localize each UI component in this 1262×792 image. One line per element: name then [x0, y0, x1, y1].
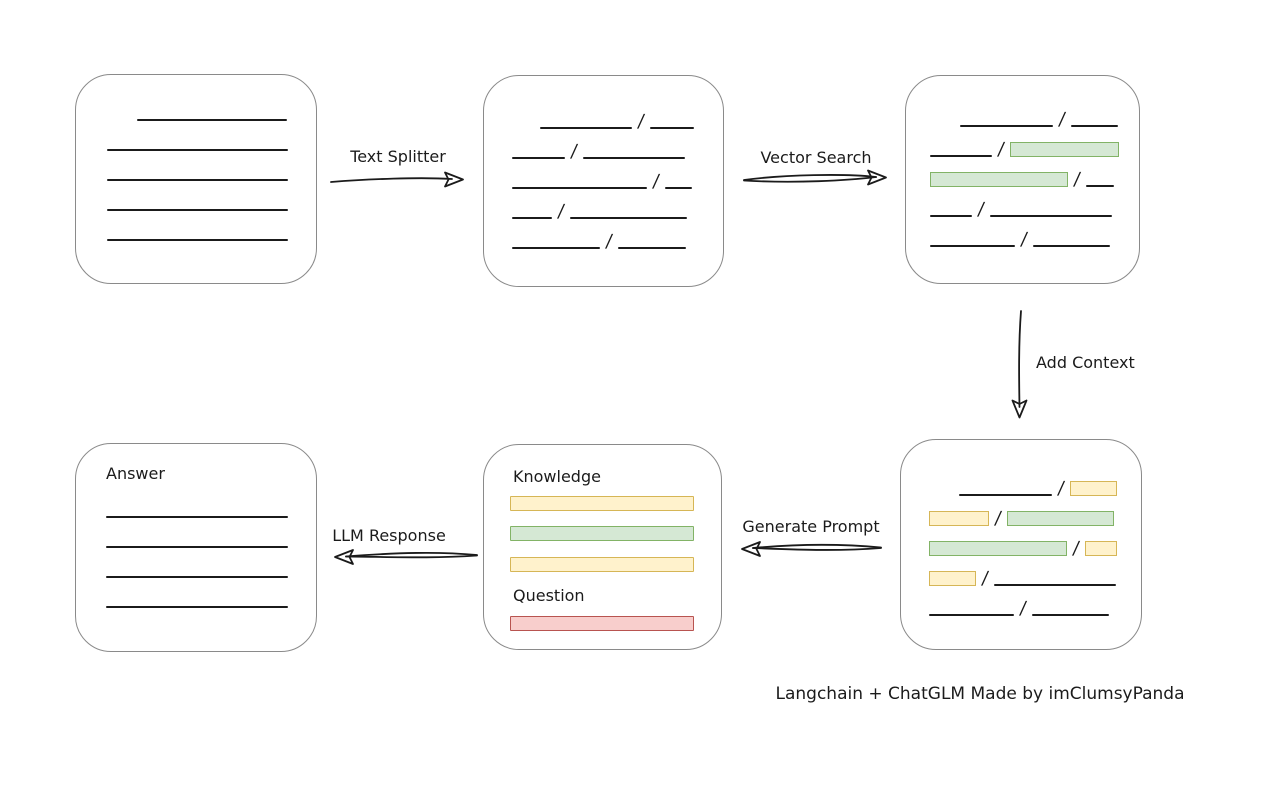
text-line: [959, 494, 1052, 496]
green-highlight-chunk: [1007, 511, 1115, 526]
text-line: [960, 125, 1053, 127]
llm-response-arrow: [334, 549, 478, 565]
text-line: [1071, 125, 1119, 127]
knowledge-label: Knowledge: [513, 467, 601, 486]
separator-slash: /: [604, 231, 614, 252]
answer-lines: [76, 516, 316, 608]
chunk-row: /: [901, 496, 1141, 529]
text-splitter-label: Text Splitter: [350, 147, 446, 166]
chunk-row: /: [906, 97, 1139, 130]
chunk-row: /: [901, 556, 1141, 589]
text-line: [106, 606, 288, 608]
text-line: [990, 215, 1113, 217]
chunk-row: /: [901, 466, 1141, 499]
yellow-highlight-chunk: [1070, 481, 1118, 496]
text-line: [929, 614, 1014, 616]
node-split-text-chunks: /////: [483, 75, 724, 287]
arrow-head: [334, 549, 354, 565]
text-line: [107, 179, 288, 181]
red-bar: [510, 616, 694, 631]
arrow-shaft: [345, 551, 478, 558]
arrow-shaft: [752, 544, 882, 549]
green-highlight-chunk: [1010, 142, 1120, 157]
yellow-bar: [510, 496, 694, 511]
chunk-row: /: [484, 129, 723, 162]
arrow-head: [444, 171, 464, 188]
text-line: [618, 247, 687, 249]
text-line: [512, 187, 647, 189]
text-line: [570, 217, 688, 219]
arrow-head: [741, 541, 761, 557]
node-context-chunks: /////: [900, 439, 1142, 650]
yellow-bar: [510, 557, 694, 572]
text-line: [107, 209, 288, 211]
answer-label: Answer: [106, 464, 165, 483]
text-line: [106, 516, 288, 518]
text-splitter-arrow: [330, 171, 464, 188]
chunk-row: /: [906, 187, 1139, 220]
green-bar: [510, 526, 694, 541]
chunk-row: /: [906, 157, 1139, 190]
generate-prompt-label: Generate Prompt: [742, 517, 880, 536]
text-line: [1086, 185, 1115, 187]
node-answer: Answer: [75, 443, 317, 652]
arrow-shaft: [345, 554, 478, 559]
chunk-row: /: [484, 219, 723, 252]
yellow-highlight-chunk: [929, 571, 976, 586]
text-line: [583, 157, 686, 159]
text-line: [994, 584, 1117, 586]
arrow-shaft: [1018, 310, 1022, 408]
text-line: [106, 576, 288, 578]
chunk-row: /: [484, 189, 723, 222]
text-line: [107, 149, 288, 151]
text-line: [1033, 245, 1111, 247]
add-context-arrow: [1011, 310, 1028, 419]
text-line: [106, 546, 288, 548]
chunk-row: /: [901, 526, 1141, 559]
add-context-label: Add Context: [1036, 353, 1135, 372]
chunk-row: /: [484, 159, 723, 192]
text-line: [512, 247, 600, 249]
separator-slash: /: [1019, 229, 1029, 250]
arrow-head: [867, 169, 887, 186]
credit-text: Langchain + ChatGLM Made by imClumsyPand…: [775, 684, 1185, 704]
node-source-document: [75, 74, 317, 284]
vector-search-arrow: [743, 169, 887, 186]
arrow-shaft: [743, 176, 877, 183]
text-line: [930, 155, 992, 157]
text-line: [1032, 614, 1110, 616]
text-line: [665, 187, 693, 189]
arrow-shaft: [752, 547, 882, 551]
arrow-shaft: [743, 174, 877, 181]
text-line: [107, 239, 288, 241]
text-line: [137, 119, 287, 121]
text-line: [930, 215, 972, 217]
text-line: [512, 217, 552, 219]
chunk-row: /: [906, 217, 1139, 250]
yellow-highlight-chunk: [929, 511, 989, 526]
generate-prompt-arrow: [741, 541, 882, 557]
text-line: [512, 157, 565, 159]
llm-response-label: LLM Response: [332, 526, 446, 545]
chunk-row: /: [906, 127, 1139, 160]
text-line: [650, 127, 695, 129]
yellow-highlight-chunk: [1085, 541, 1118, 556]
text-line: [540, 127, 632, 129]
question-label: Question: [513, 586, 585, 605]
node-vector-matched-chunks: /////: [905, 75, 1140, 284]
arrow-head: [1011, 399, 1028, 419]
arrow-shaft: [330, 177, 453, 183]
green-highlight-chunk: [930, 172, 1068, 187]
separator-slash: /: [1018, 598, 1028, 619]
text-line: [930, 245, 1015, 247]
vector-search-label: Vector Search: [760, 148, 872, 167]
green-highlight-chunk: [929, 541, 1067, 556]
chunk-row: /: [901, 586, 1141, 619]
chunk-row: /: [484, 99, 723, 132]
